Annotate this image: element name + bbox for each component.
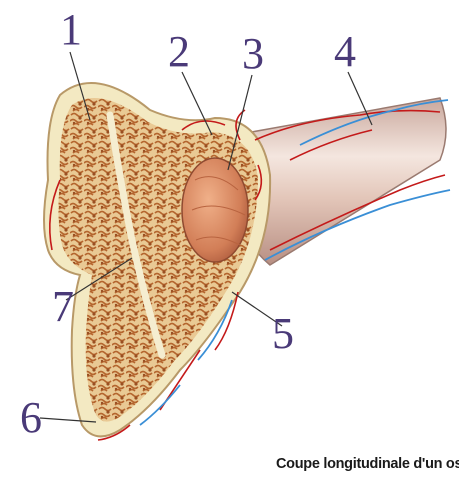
label-3: 3 (242, 32, 264, 76)
label-5: 5 (272, 312, 294, 356)
spongy-bone (58, 98, 258, 422)
diagram-caption: Coupe longitudinale d'un os (276, 456, 459, 472)
label-6: 6 (20, 396, 42, 440)
label-2: 2 (168, 30, 190, 74)
label-7: 7 (52, 285, 74, 329)
femoral-head (182, 158, 248, 262)
label-4: 4 (334, 30, 356, 74)
label-1: 1 (60, 8, 82, 52)
